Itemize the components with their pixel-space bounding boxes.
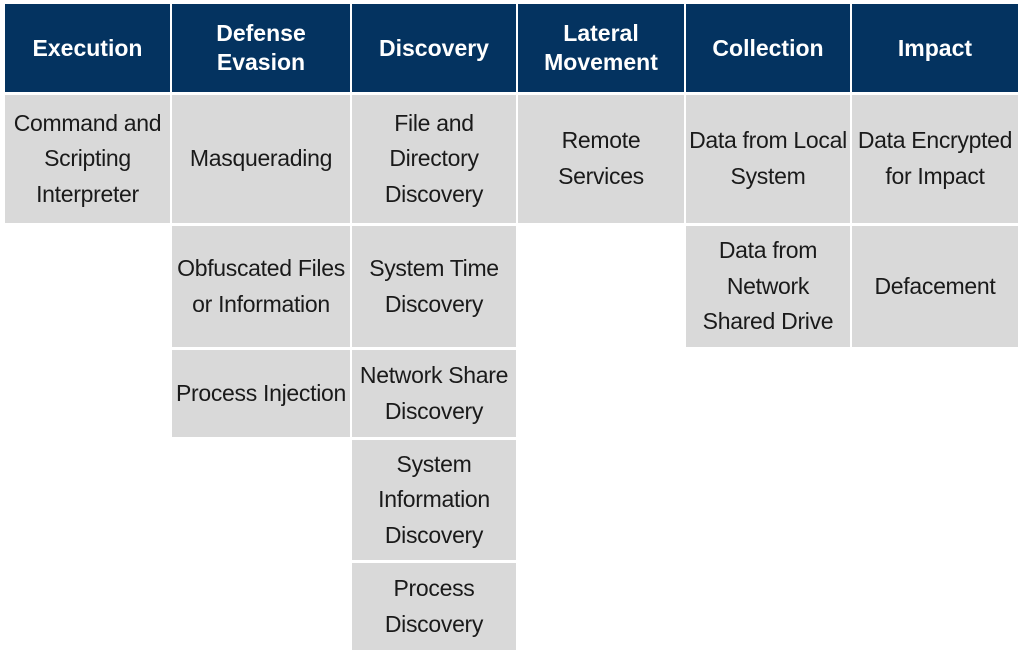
technique-cell: Process Discovery [352,563,516,650]
technique-cell: File and Directory Discovery [352,95,516,223]
technique-cell: Data from Network Shared Drive [686,226,850,347]
column-header: Discovery [352,4,516,92]
column-header: Defense Evasion [172,4,350,92]
technique-cell: Obfuscated Files or Information [172,226,350,347]
column-header: Collection [686,4,850,92]
technique-cell: System Time Discovery [352,226,516,347]
column-header: Execution [5,4,170,92]
technique-cell: Defacement [852,226,1018,347]
column-header: Impact [852,4,1018,92]
column-header: Lateral Movement [518,4,684,92]
technique-cell: Data Encrypted for Impact [852,95,1018,223]
technique-cell: Data from Local System [686,95,850,223]
technique-cell: Remote Services [518,95,684,223]
technique-cell: Command and Scripting Interpreter [5,95,170,223]
technique-cell: Network Share Discovery [352,350,516,437]
technique-cell: Process Injection [172,350,350,437]
technique-cell: Masquerading [172,95,350,223]
technique-cell: System Information Discovery [352,440,516,560]
